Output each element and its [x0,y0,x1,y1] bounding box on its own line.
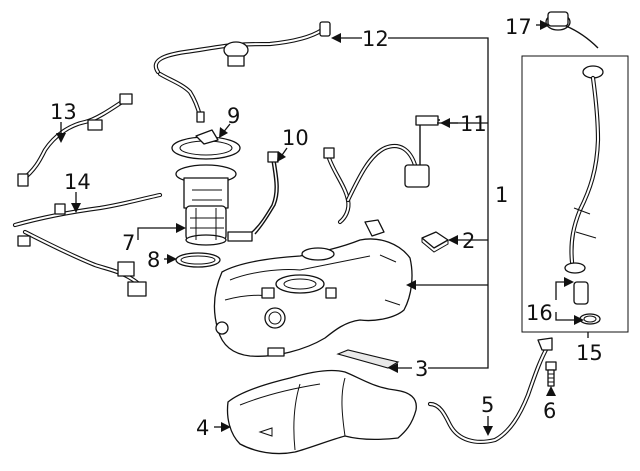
callout-11: 11 [460,112,487,136]
callout-3: 3 [415,357,428,381]
callout-4: 4 [196,416,209,440]
part-9-lock-ring [171,129,241,160]
filler-neck-box-outline [521,55,629,333]
leader-lines [56,20,589,436]
callout-17: 17 [505,15,532,39]
part-1-fuel-tank [213,219,413,357]
callout-7: 7 [122,231,135,255]
callout-16: 16 [526,301,553,325]
part-4-shield [226,369,417,455]
callout-8: 8 [147,248,160,272]
part-8-gasket [175,252,221,268]
callout-1: 1 [495,183,508,207]
callout-14: 14 [64,170,91,194]
part-15-filler-neck [521,55,629,333]
part-13-harness [17,93,133,187]
callout-15: 15 [576,341,603,365]
part-3-pad [336,349,400,369]
callout-5: 5 [481,393,494,417]
part-16-tube [573,281,601,325]
part-10-sensor [227,151,279,242]
callout-6: 6 [543,399,556,423]
part-6-bolt [545,361,557,387]
callout-10: 10 [282,126,309,150]
callout-2: 2 [462,229,475,253]
part-2-clip [421,231,449,253]
callout-13: 13 [50,100,77,124]
callout-9: 9 [227,104,240,128]
callout-12: 12 [362,27,389,51]
part-12-vapor-hose [153,21,331,123]
callout-labels: 1 2 3 4 5 6 7 8 9 10 11 12 13 14 15 16 1… [50,15,603,440]
part-14-harness [12,192,163,297]
part-7-fuel-pump [175,164,237,246]
part-17-filler-cap [545,11,599,49]
part-11-vent-hose [323,115,440,225]
part-5-strap [427,337,553,444]
